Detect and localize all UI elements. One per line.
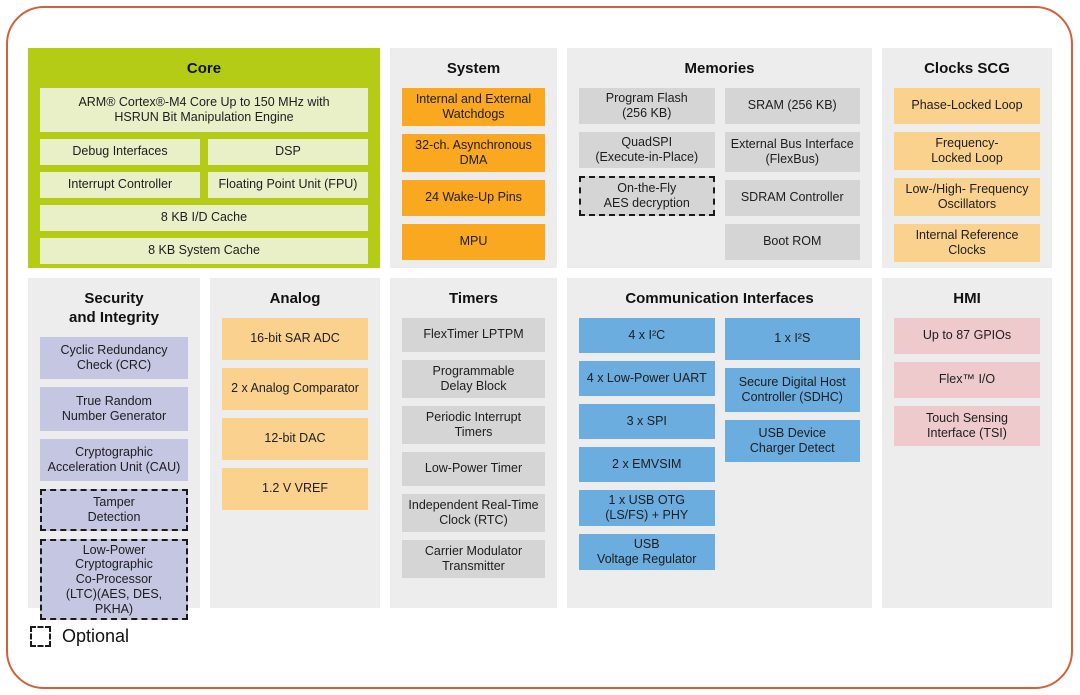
block-12-bit-dac: 12-bit DAC [222, 417, 368, 460]
block-1-x-usb-otg-ls-fs-phy: 1 x USB OTG (LS/FS) + PHY [579, 489, 715, 526]
block-dsp: DSP [208, 138, 368, 165]
block-periodic-interrupt-timers: Periodic Interrupt Timers [402, 405, 545, 444]
block-4-x-i-c: 4 x I²C [579, 317, 715, 353]
block-quadspi-execute-in-place: QuadSPI (Execute-in-Place) [579, 131, 715, 168]
block-sdram-controller: SDRAM Controller [724, 179, 860, 216]
panel-body-analog: 16-bit SAR ADC 2 x Analog Comparator 12-bi… [222, 317, 368, 510]
block-touch-sensing-interface-tsi: Touch Sensing Interface (TSI) [894, 405, 1040, 446]
block-floating-point-unit-fpu: Floating Point Unit (FPU) [208, 171, 368, 198]
block-internal-and-external-watchdogs: Internal and External Watchdogs [402, 87, 545, 126]
panel-analog: Analog 16-bit SAR ADC 2 x Analog Comparato… [210, 278, 380, 608]
panel-row: Interrupt Controller Floating Point Unit … [40, 171, 368, 198]
block-2-x-analog-comparator: 2 x Analog Comparator [222, 367, 368, 410]
panel-title-analog: Analog [269, 290, 321, 307]
block-internal-reference-clocks: Internal Reference Clocks [894, 223, 1040, 262]
block-usb-device-charger-detect: USB Device Charger Detect [724, 419, 860, 462]
block-8-kb-system-cache: 8 KB System Cache [40, 237, 368, 264]
panel-column: Internal and External Watchdogs 32-ch. As… [402, 87, 545, 260]
block-up-to-87-gpios: Up to 87 GPIOs [894, 317, 1040, 354]
panel-column: Program Flash (256 KB) QuadSPI (Execute-i… [579, 87, 715, 260]
block-frequency-locked-loop: Frequency- Locked Loop [894, 131, 1040, 170]
panel-column: 1 x I²S Secure Digital Host Controller (S… [724, 317, 860, 570]
block-on-the-fly-aes-decryption: On-the-Fly AES decryption [579, 175, 715, 216]
block-independent-real-time-clock-rtc: Independent Real-Time Clock (RTC) [402, 493, 545, 532]
block-carrier-modulator-transmitter: Carrier Modulator Transmitter [402, 539, 545, 578]
block-flextimer-lptpm: FlexTimer LPTPM [402, 317, 545, 352]
block-low-high-frequency-oscillators: Low-/High- Frequency Oscillators [894, 177, 1040, 216]
block-true-random-number-generator: True Random Number Generator [40, 386, 188, 431]
panel-row: ARM® Cortex®-M4 Core Up to 150 MHz with … [40, 87, 368, 132]
block-interrupt-controller: Interrupt Controller [40, 171, 200, 198]
panel-column: 16-bit SAR ADC 2 x Analog Comparator 12-bi… [222, 317, 368, 510]
block-24-wake-up-pins: 24 Wake-Up Pins [402, 179, 545, 216]
panel-title-hmi: HMI [953, 290, 981, 307]
block-arm-cortex-m4-core-up-to-150-mhz-with-hsrun-bit-manipulation-engine: ARM® Cortex®-M4 Core Up to 150 MHz with … [40, 87, 368, 132]
block-external-bus-interface-flexbus: External Bus Interface (FlexBus) [724, 131, 860, 172]
panel-title-memories: Memories [684, 60, 755, 77]
panel-row: Debug Interfaces DSP [40, 138, 368, 165]
block-secure-digital-host-controller-sdhc: Secure Digital Host Controller (SDHC) [724, 367, 860, 412]
block-phase-locked-loop: Phase-Locked Loop [894, 87, 1040, 124]
panel-title-comm: Communication Interfaces [625, 290, 814, 307]
block-4-x-low-power-uart: 4 x Low-Power UART [579, 360, 715, 396]
block-8-kb-i-d-cache: 8 KB I/D Cache [40, 204, 368, 231]
legend: Optional [30, 626, 129, 647]
block-1-x-i-s: 1 x I²S [724, 317, 860, 360]
block-low-power-cryptographic-co-processor-ltc-aes-des-pkha: Low-Power Cryptographic Co-Processor (LT… [40, 538, 188, 621]
block-low-power-timer: Low-Power Timer [402, 451, 545, 486]
block-2-x-emvsim: 2 x EMVSIM [579, 446, 715, 482]
panel-column: SRAM (256 KB) External Bus Interface (Fle… [724, 87, 860, 260]
panel-column: Cyclic Redundancy Check (CRC) True Random… [40, 336, 188, 621]
block-usb-voltage-regulator: USB Voltage Regulator [579, 533, 715, 570]
block-program-flash-256-kb: Program Flash (256 KB) [579, 87, 715, 124]
block-cryptographic-acceleration-unit-cau: Cryptographic Acceleration Unit (CAU) [40, 438, 188, 481]
panel-body-core: ARM® Cortex®-M4 Core Up to 150 MHz with … [40, 87, 368, 264]
block-flex-i-o: Flex™ I/O [894, 361, 1040, 398]
block-sram-256-kb: SRAM (256 KB) [724, 87, 860, 124]
panel-column: 4 x I²C 4 x Low-Power UART 3 x SPI 2 x EMVS… [579, 317, 715, 570]
block-tamper-detection: Tamper Detection [40, 488, 188, 531]
block-1-2-v-vref: 1.2 V VREF [222, 467, 368, 510]
legend-label: Optional [62, 626, 130, 646]
block-boot-rom: Boot ROM [724, 223, 860, 260]
panel-body-system: Internal and External Watchdogs 32-ch. As… [402, 87, 545, 260]
panel-row: 8 KB System Cache [40, 237, 368, 264]
panel-row: 8 KB I/D Cache [40, 204, 368, 231]
block-programmable-delay-block: Programmable Delay Block [402, 359, 545, 398]
block-16-bit-sar-adc: 16-bit SAR ADC [222, 317, 368, 360]
panel-body-comm: 4 x I²C 4 x Low-Power UART 3 x SPI 2 x EMVS… [579, 317, 860, 570]
panel-comm: Communication Interfaces 4 x I²C 4 x Low-P… [567, 278, 872, 608]
block-3-x-spi: 3 x SPI [579, 403, 715, 439]
panel-title-core: Core [186, 60, 222, 77]
panel-body-security: Cyclic Redundancy Check (CRC) True Random… [40, 336, 188, 621]
block-cyclic-redundancy-check-crc: Cyclic Redundancy Check (CRC) [40, 336, 188, 379]
panel-title-system: System [446, 60, 501, 77]
block-debug-interfaces: Debug Interfaces [40, 138, 200, 165]
block-32-ch-asynchronous-dma: 32-ch. Asynchronous DMA [402, 133, 545, 172]
optional-dashed-box-icon [30, 626, 51, 647]
panel-title-clocks: Clocks SCG [924, 60, 1010, 77]
block-mpu: MPU [402, 223, 545, 260]
panel-title-timers: Timers [449, 290, 498, 307]
panel-body-memories: Program Flash (256 KB) QuadSPI (Execute-i… [579, 87, 860, 260]
